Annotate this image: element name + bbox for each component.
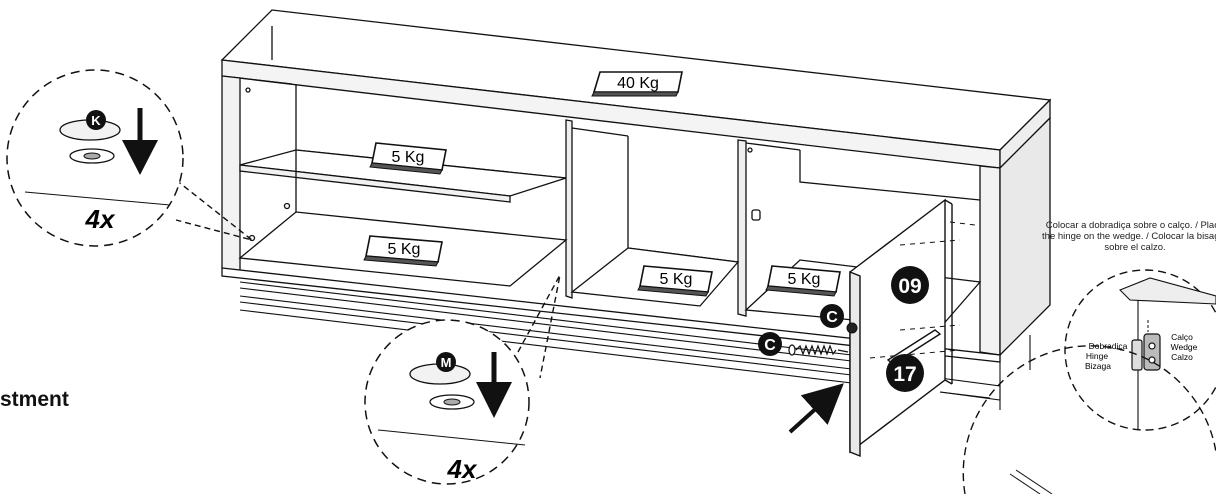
weight-right-label: 5 Kg	[788, 271, 821, 288]
hinge-icon	[1131, 333, 1161, 371]
shelf-pin	[751, 209, 761, 221]
next-detail-callout-partial	[962, 345, 1216, 494]
left-side-panel	[221, 75, 241, 273]
right-side-panel	[979, 165, 1001, 356]
callout-left-part-label: K	[91, 113, 101, 128]
spring-screw	[788, 344, 849, 356]
hinge-instruction-note: Colocar a dobradiça sobre o calço. / Pla…	[1042, 220, 1216, 253]
weight-left-lower-label: 5 Kg	[388, 241, 421, 258]
weight-tag-center: 5 Kg	[637, 265, 713, 297]
hardware-c-upper-label: C	[826, 309, 838, 326]
weight-tag-right: 5 Kg	[765, 265, 841, 297]
cam-hole	[283, 202, 291, 210]
plinth-slats	[239, 281, 1031, 410]
wedge-label-pt: Calço	[1171, 332, 1193, 342]
hinge-label-pt: Dobradiça	[1089, 341, 1128, 351]
weight-tag-top: 40 Kg	[591, 71, 683, 97]
hinge-label-en: Hinge	[1086, 351, 1108, 361]
weight-tag-left-lower: 5 Kg	[363, 235, 443, 267]
weight-center-label: 5 Kg	[660, 271, 693, 288]
hardware-c-upper: C	[820, 304, 858, 334]
hinge-label-es: Bizaga	[1085, 361, 1111, 371]
callout-bottom-foot-m: M 4x	[364, 274, 561, 485]
callout-bottom-part-label: M	[441, 355, 452, 370]
callout-bottom-count: 4x	[447, 454, 478, 484]
hardware-c-lower-label: C	[764, 337, 776, 354]
part-09-label: 09	[898, 275, 921, 298]
hardware-c-lower: C	[758, 332, 849, 356]
cam-hole	[747, 147, 753, 153]
part-09-badge: 09	[891, 266, 929, 304]
wedge-label-es: Calzo	[1171, 352, 1193, 362]
weight-tag-left-upper: 5 Kg	[369, 142, 447, 175]
divider-left	[565, 119, 573, 299]
part-17-badge: 17	[886, 354, 924, 392]
callout-left-foot-k: K 4x	[6, 69, 253, 247]
right-side-outer	[999, 116, 1051, 357]
weight-left-upper-label: 5 Kg	[392, 149, 425, 166]
door-panel	[849, 198, 976, 458]
divider-right	[737, 139, 747, 317]
part-17-label: 17	[893, 363, 916, 386]
cam-hole	[245, 87, 251, 93]
callout-left-count: 4x	[85, 204, 116, 234]
weight-top-label: 40 Kg	[617, 75, 659, 92]
insert-arrow	[788, 383, 844, 434]
section-heading-partial: stment	[0, 388, 69, 411]
hinge-detail-callout: Dobradiça Hinge Bizaga Calço Wedge Calzo	[1064, 269, 1216, 431]
wedge-label-en: Wedge	[1171, 342, 1198, 352]
